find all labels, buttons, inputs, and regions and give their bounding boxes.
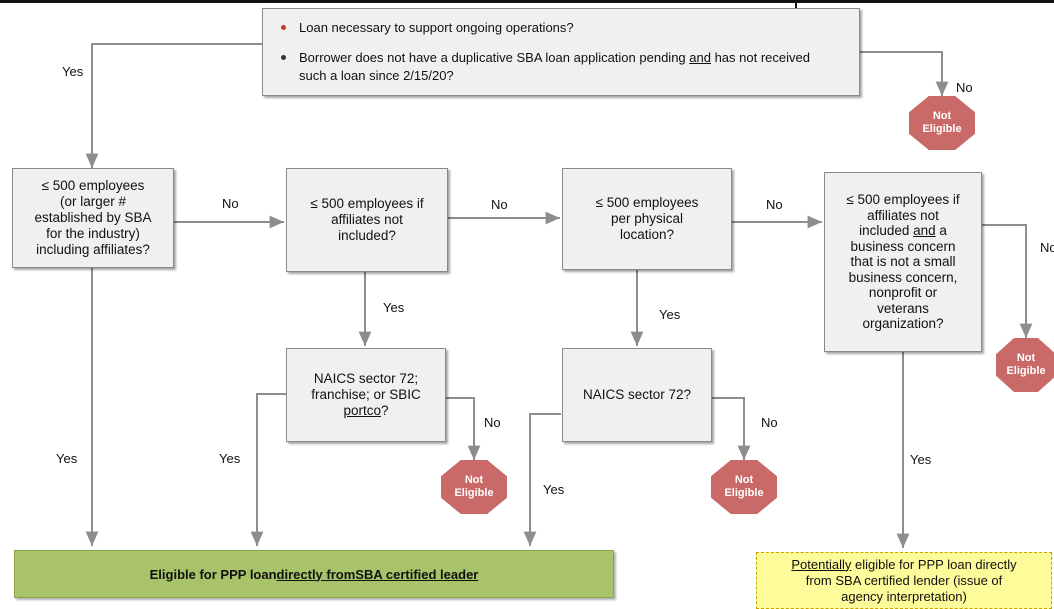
box-line: including affiliates?	[36, 242, 150, 257]
not-eligible-line: Eligible	[454, 487, 494, 499]
yes-label: Yes	[543, 482, 565, 497]
box-line: business concern	[850, 238, 956, 254]
yes-label: Yes	[910, 452, 932, 467]
box-line: ≤ 500 employees if	[846, 192, 960, 208]
yes-label: Yes	[219, 451, 241, 466]
potential-line: agency interpretation)	[841, 588, 967, 604]
decision-box-naics-franchise-sbic: NAICS sector 72; franchise; or SBIC port…	[286, 348, 446, 442]
top-rule-divider	[795, 0, 797, 10]
not-eligible-octagon: Not Eligible	[909, 96, 975, 150]
no-label-cut: No	[1040, 240, 1054, 255]
box-line: ≤ 500 employees if	[310, 196, 424, 211]
bullet-red-icon	[281, 25, 286, 30]
no-label: No	[484, 415, 501, 430]
eligible-outcome-box: Eligible for PPP loan directly fromSBA c…	[14, 550, 614, 598]
bullet-text: Loan necessary to support ongoing operat…	[299, 20, 574, 35]
top-rule	[0, 0, 1054, 3]
bullet-text-a: Borrower does not have a duplicative SBA…	[299, 50, 690, 65]
box-line: affiliates not	[331, 212, 403, 227]
potential-text-b: eligible for PPP loan directly	[851, 556, 1017, 572]
potential-line: Potentially eligible for PPP loan direct…	[791, 557, 1016, 573]
not-eligible-line: Not	[734, 474, 754, 486]
top-decision-box: Loan necessary to support ongoing operat…	[262, 8, 860, 96]
bullet-text-b: has not received such a loan since 2/15/…	[299, 50, 810, 83]
decision-box-naics-72: NAICS sector 72?	[562, 348, 712, 442]
eligible-text-b: directly fromSBA certified leader	[276, 566, 479, 582]
box-line: affiliates not	[867, 207, 939, 223]
box-line: franchise; or SBIC	[311, 387, 421, 402]
box-line: included?	[338, 228, 396, 243]
box-line: location?	[619, 227, 675, 242]
bullet-item-loan-necessary: Loan necessary to support ongoing operat…	[277, 19, 837, 37]
box-line: for the industry)	[46, 226, 140, 241]
no-label: No	[956, 80, 973, 95]
not-eligible-line: Eligible	[1006, 365, 1046, 377]
decision-box-employees-with-affiliates: ≤ 500 employees (or larger # established…	[12, 168, 174, 268]
yes-label: Yes	[62, 64, 84, 79]
box-line: included and a	[859, 223, 947, 239]
box-line: NAICS sector 72;	[313, 371, 419, 386]
box-text-portco: portco	[343, 403, 381, 418]
box-line: established by SBA	[34, 210, 152, 225]
potential-line: from SBA certified lender (issue of	[805, 572, 1003, 588]
yes-label: Yes	[56, 451, 78, 466]
decision-box-employees-without-affiliates: ≤ 500 employees if affiliates not includ…	[286, 168, 448, 272]
box-line: NAICS sector 72?	[582, 387, 692, 402]
box-text: included	[859, 223, 914, 239]
bullet-item-no-duplicate-loan: Borrower does not have a duplicative SBA…	[277, 49, 837, 85]
potentially-eligible-box: Potentially eligible for PPP loan direct…	[756, 552, 1052, 609]
box-text: ?	[381, 403, 389, 418]
box-line: business concern,	[848, 269, 958, 285]
not-eligible-line: Not	[932, 110, 952, 122]
box-text: a	[935, 223, 947, 239]
box-line: that is not a small	[850, 254, 956, 270]
no-label: No	[491, 197, 508, 212]
box-line: (or larger #	[59, 194, 127, 209]
box-line: nonprofit or	[868, 285, 938, 301]
box-line: ≤ 500 employees	[595, 195, 699, 210]
not-eligible-line: Not	[464, 474, 484, 486]
eligible-text-a: Eligible for PPP loan	[149, 566, 277, 582]
yes-label: Yes	[659, 307, 681, 322]
potential-text-a: Potentially	[791, 556, 852, 572]
decision-box-employees-per-location: ≤ 500 employees per physical location?	[562, 168, 732, 270]
decision-box-business-concern: ≤ 500 employees if affiliates not includ…	[824, 172, 982, 352]
box-line: per physical	[610, 211, 684, 226]
bullet-text-and: and	[689, 50, 711, 65]
not-eligible-octagon: Not Eligible	[711, 460, 777, 514]
no-label: No	[766, 197, 783, 212]
no-label: No	[222, 196, 239, 211]
yes-label: Yes	[383, 300, 405, 315]
no-label: No	[761, 415, 778, 430]
box-line: organization?	[862, 316, 944, 332]
not-eligible-line: Eligible	[922, 123, 962, 135]
box-line: ≤ 500 employees	[41, 178, 145, 193]
not-eligible-line: Not	[1016, 352, 1036, 364]
box-line: veterans	[877, 300, 929, 316]
not-eligible-octagon: Not Eligible	[996, 338, 1054, 392]
bullet-dark-icon	[281, 55, 286, 60]
not-eligible-line: Eligible	[724, 487, 764, 499]
not-eligible-octagon: Not Eligible	[441, 460, 507, 514]
box-text-and: and	[913, 223, 936, 239]
box-line: portco?	[343, 403, 388, 419]
